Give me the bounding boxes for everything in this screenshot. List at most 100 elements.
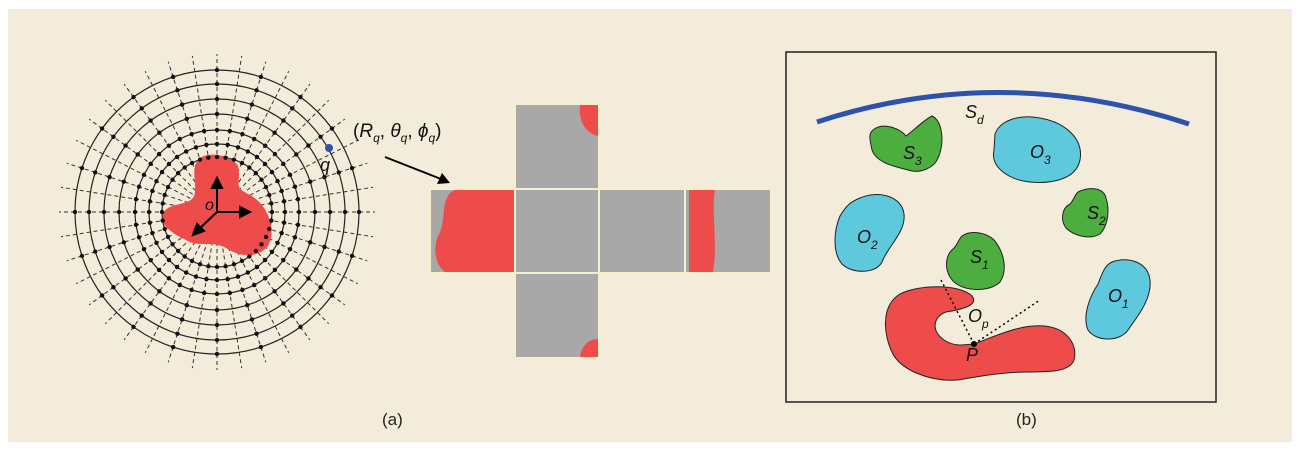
sample-dot — [281, 257, 286, 263]
sample-dots — [72, 67, 362, 357]
sample-dot — [298, 324, 303, 330]
sample-dot — [259, 242, 264, 247]
sample-dot — [312, 209, 318, 215]
radial-line — [66, 162, 189, 204]
sample-dot — [214, 291, 220, 297]
sample-dot — [141, 247, 147, 252]
sample-dot — [165, 234, 171, 240]
sample-dot — [93, 249, 98, 254]
sample-dot — [184, 303, 189, 308]
sample-dot — [146, 209, 152, 215]
sample-dot — [336, 249, 341, 254]
sample-dot — [258, 344, 264, 350]
sample-dot — [166, 143, 172, 148]
sample-dot — [245, 270, 251, 275]
sample-dot — [263, 184, 269, 190]
sample-dot — [147, 199, 153, 204]
sample-dot — [214, 307, 220, 313]
sample-dot — [279, 188, 284, 194]
sample-dot — [111, 134, 116, 139]
sample-dot — [214, 141, 220, 147]
sample-dot — [349, 165, 355, 171]
radial-line — [243, 139, 359, 199]
sample-dot — [292, 235, 298, 240]
caption-b: (b) — [1016, 410, 1037, 429]
sample-dot — [214, 111, 220, 117]
sample-dot — [156, 151, 162, 157]
sample-dot — [159, 249, 165, 255]
sample-dot — [116, 209, 122, 215]
sample-dot — [193, 274, 199, 279]
sample-dot — [290, 106, 295, 111]
sample-dot — [177, 136, 182, 142]
sample-dot — [327, 209, 333, 215]
sample-dot — [214, 322, 220, 328]
sample-dot — [275, 240, 280, 246]
sample-dot — [245, 303, 250, 308]
sample-dot — [281, 199, 287, 204]
sample-dot — [135, 152, 140, 157]
point-q-label: q — [320, 155, 330, 175]
sample-dot — [292, 184, 298, 189]
sample-dot — [183, 270, 189, 275]
sample-dot — [170, 74, 176, 80]
sample-dot — [189, 287, 194, 293]
sample-dot — [184, 116, 189, 121]
robot-shape — [884, 286, 1076, 381]
sample-dot — [245, 116, 250, 121]
sample-dot — [139, 106, 144, 111]
cube-face-right — [598, 188, 686, 274]
sample-dot — [342, 209, 348, 215]
sample-dot — [239, 160, 245, 166]
sample-dot — [306, 143, 311, 148]
sample-dot — [253, 170, 259, 176]
radial-line — [221, 241, 243, 369]
radial-line — [234, 83, 311, 189]
radial-line — [167, 240, 209, 363]
sample-dot — [165, 184, 171, 190]
sample-dot — [79, 165, 85, 171]
sample-dot — [166, 161, 172, 167]
sample-dot — [101, 209, 107, 215]
sample-dot — [247, 165, 252, 170]
sample-dot — [206, 264, 211, 269]
radial-line — [104, 232, 197, 325]
sample-dot — [231, 262, 237, 267]
sample-dot — [223, 264, 228, 269]
sample-dot — [235, 145, 241, 150]
sample-dot — [254, 154, 260, 160]
sample-dot — [329, 293, 335, 298]
sample-dot — [170, 344, 176, 350]
radial-line — [225, 240, 267, 363]
sample-dot — [133, 222, 139, 228]
radial-line — [245, 162, 368, 204]
object-s1 — [946, 232, 1005, 290]
sample-dot — [294, 267, 299, 272]
object-o2 — [834, 194, 905, 272]
sample-dot — [148, 161, 153, 167]
sample-dot — [349, 253, 355, 259]
sample-dot — [269, 169, 275, 175]
sample-dot — [298, 94, 303, 100]
radial-line — [144, 70, 204, 186]
gap-label: Op — [968, 306, 989, 331]
object-o1-label: O1 — [1108, 286, 1129, 311]
sample-dot — [162, 192, 167, 198]
sample-dot — [249, 317, 255, 322]
cube-map — [429, 103, 772, 359]
sample-dot — [189, 258, 195, 264]
sample-dot — [107, 244, 112, 250]
caption-a: (a) — [382, 410, 403, 429]
sample-dot — [240, 287, 245, 293]
sample-dot — [136, 184, 142, 189]
sample-dot — [214, 264, 220, 270]
sample-dot — [214, 277, 220, 283]
object-o3-label: O3 — [1030, 142, 1051, 167]
coordinate-label: (Rq, θq, ϕq) — [353, 121, 441, 145]
sample-dot — [170, 177, 175, 182]
sample-dot — [294, 152, 299, 157]
object-s1-label: S1 — [970, 247, 989, 272]
sample-dot — [247, 254, 252, 259]
